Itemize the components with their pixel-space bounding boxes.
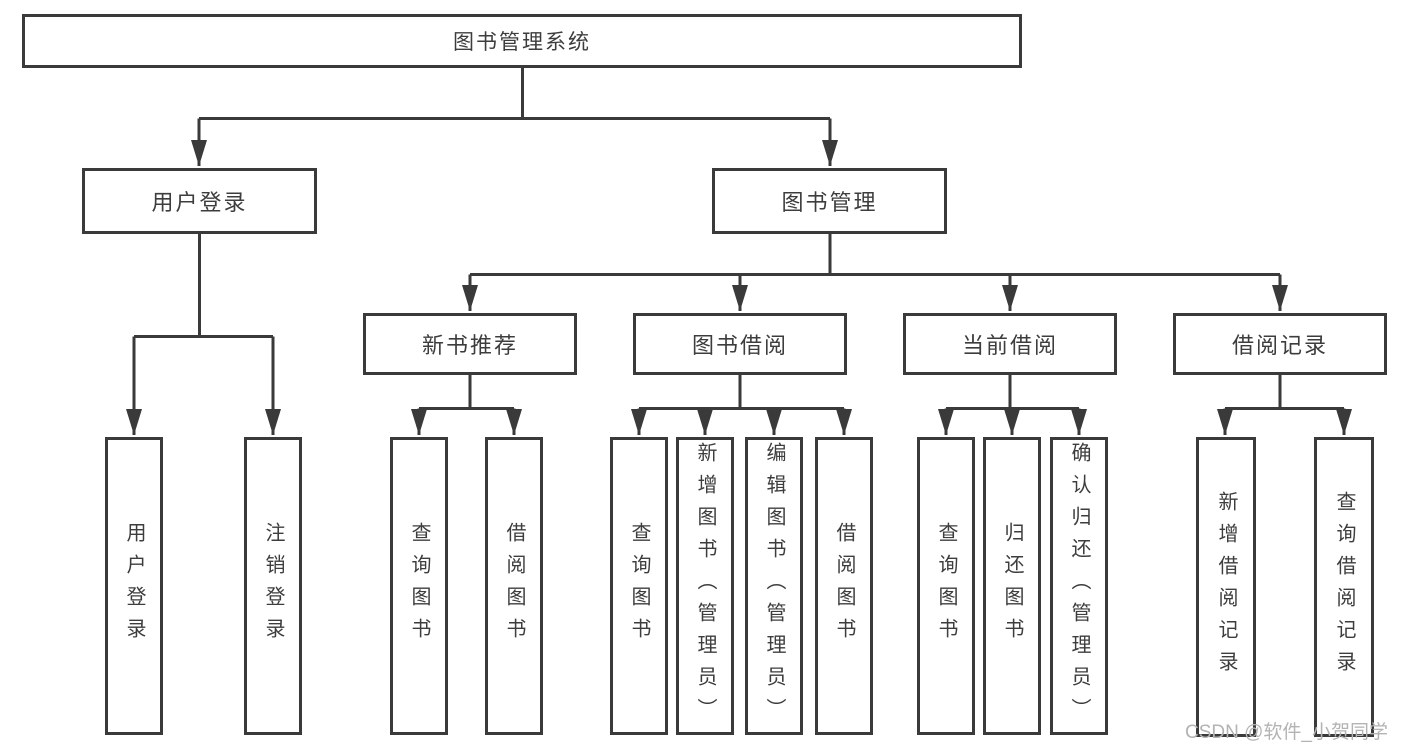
leaf-label: 查询图书 bbox=[628, 522, 650, 650]
leaf-label: 用户登录 bbox=[123, 522, 145, 650]
leaf-label: 查询图书 bbox=[408, 522, 430, 650]
node-new-book-recommend: 新书推荐 bbox=[363, 313, 577, 375]
connector-borrow-record-children bbox=[1217, 373, 1352, 435]
csdn-watermark: CSDN @软件_小贺同学 bbox=[1185, 722, 1388, 743]
leaf-label: 借阅图书 bbox=[503, 522, 525, 650]
leaf-query-books-recommend: 查询图书 bbox=[390, 437, 448, 735]
node-current-borrow: 当前借阅 bbox=[903, 313, 1117, 375]
node-label: 图书管理 bbox=[781, 190, 878, 215]
node-book-management: 图书管理 bbox=[712, 168, 947, 234]
leaf-label: 新增图书（管理员） bbox=[694, 442, 716, 730]
leaf-label: 注销登录 bbox=[262, 522, 284, 650]
leaf-label: 借阅图书 bbox=[833, 522, 855, 650]
leaf-label: 查询借阅记录 bbox=[1333, 491, 1355, 683]
node-label: 用户登录 bbox=[151, 190, 248, 215]
leaf-edit-book-admin: 编辑图书（管理员） bbox=[745, 437, 803, 735]
connector-root-to-level2 bbox=[191, 66, 838, 166]
leaf-label: 确认归还（管理员） bbox=[1068, 442, 1090, 730]
leaf-logout: 注销登录 bbox=[244, 437, 302, 735]
connector-book-borrow-children bbox=[631, 373, 852, 435]
leaf-borrow-books-borrow: 借阅图书 bbox=[815, 437, 873, 735]
connector-book-mgmt-children bbox=[462, 232, 1288, 311]
node-label: 借阅记录 bbox=[1231, 333, 1328, 358]
leaf-query-borrow-record: 查询借阅记录 bbox=[1314, 437, 1374, 737]
leaf-label: 归还图书 bbox=[1001, 522, 1023, 650]
leaf-return-book: 归还图书 bbox=[983, 437, 1041, 735]
node-label: 当前借阅 bbox=[961, 333, 1058, 358]
node-label: 新书推荐 bbox=[421, 333, 518, 358]
node-borrow-records: 借阅记录 bbox=[1173, 313, 1387, 375]
leaf-confirm-return-admin: 确认归还（管理员） bbox=[1050, 437, 1108, 735]
node-label: 图书借阅 bbox=[691, 333, 788, 358]
node-user-login: 用户登录 bbox=[82, 168, 317, 234]
node-label: 图书管理系统 bbox=[453, 31, 591, 54]
leaf-add-borrow-record: 新增借阅记录 bbox=[1196, 437, 1256, 737]
node-library-system: 图书管理系统 bbox=[22, 14, 1022, 68]
leaf-borrow-books-recommend: 借阅图书 bbox=[485, 437, 543, 735]
leaf-query-books-borrow: 查询图书 bbox=[610, 437, 668, 735]
connector-new-book-children bbox=[411, 373, 522, 435]
leaf-label: 编辑图书（管理员） bbox=[763, 442, 785, 730]
connector-current-borrow-children bbox=[938, 373, 1087, 435]
leaf-label: 新增借阅记录 bbox=[1215, 491, 1237, 683]
connector-user-login-children bbox=[126, 232, 281, 435]
node-book-borrow: 图书借阅 bbox=[633, 313, 847, 375]
leaf-user-login: 用户登录 bbox=[105, 437, 163, 735]
leaf-add-book-admin: 新增图书（管理员） bbox=[676, 437, 734, 735]
leaf-label: 查询图书 bbox=[935, 522, 957, 650]
leaf-query-books-current: 查询图书 bbox=[917, 437, 975, 735]
